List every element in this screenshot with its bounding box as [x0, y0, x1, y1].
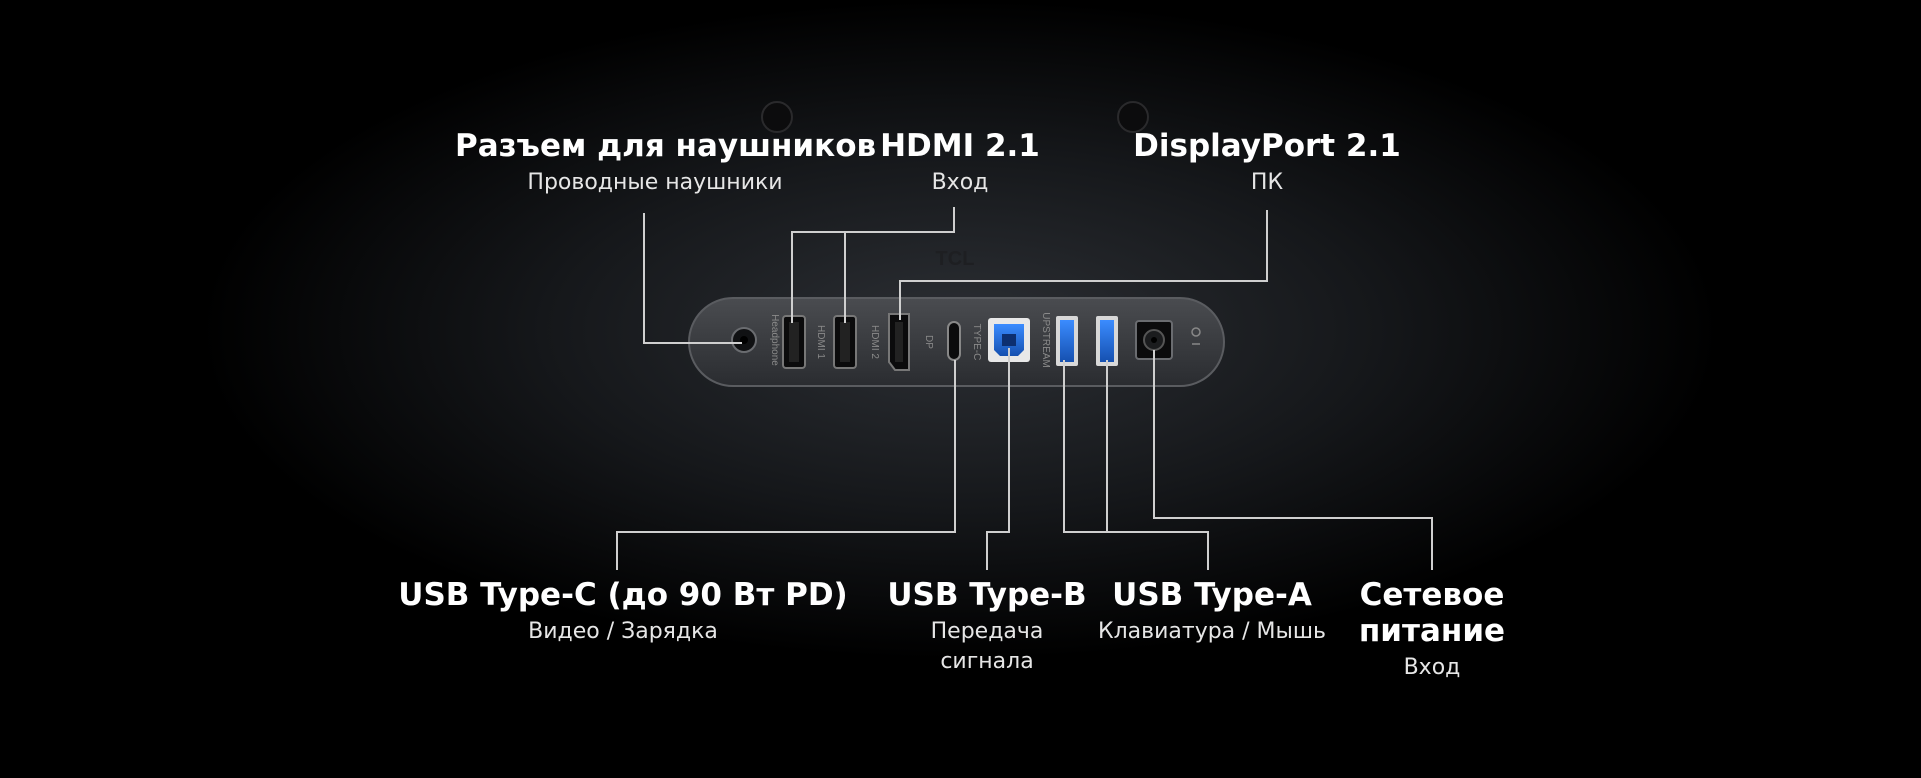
leader-line-usb-c — [616, 360, 956, 570]
displayport-port-label: DP — [923, 335, 934, 349]
leader-line-usb-b — [986, 348, 1010, 570]
callout-usb-c-subtitle: Видео / Зарядка — [528, 619, 718, 644]
callout-power: Сетевое питание Вход — [1352, 577, 1512, 683]
callout-displayport-subtitle: ПК — [1250, 170, 1284, 195]
callout-usb-c: USB Type-C (до 90 Вт PD) Видео / Зарядка — [393, 577, 853, 647]
callout-usb-a-subtitle: Клавиатура / Мышь — [1097, 619, 1327, 644]
callout-usb-b: USB Type-B Передача сигнала — [872, 577, 1102, 677]
hdmi-2-port: HDMI 2 — [833, 315, 880, 369]
callout-power-subtitle: Вход — [1403, 655, 1461, 680]
hdmi-1-port: HDMI 1 — [782, 315, 826, 369]
usb-type-a-port-2 — [1096, 316, 1118, 366]
displayport-port: DP — [888, 313, 934, 371]
usb-type-b-port — [988, 318, 1030, 362]
usb-type-a-port-1 — [1056, 316, 1078, 366]
callout-usb-a: USB Type-A Клавиатура / Мышь — [1077, 577, 1347, 647]
leader-line-power — [1153, 350, 1433, 570]
hdmi-1-port-label: HDMI 1 — [815, 325, 826, 359]
callout-headphone-subtitle: Проводные наушники — [527, 170, 783, 195]
leader-line-displayport — [899, 210, 1268, 320]
callout-hdmi-subtitle: Вход — [931, 170, 989, 195]
callout-hdmi-title: HDMI 2.1 — [880, 128, 1040, 164]
leader-line-usb-a — [1063, 360, 1209, 570]
callout-usb-a-title: USB Type-A — [1112, 577, 1312, 613]
screw-hole-right — [1117, 101, 1149, 133]
headphone-port-label: Headphone — [769, 314, 780, 366]
callout-headphone: Разъем для наушников Проводные наушники — [455, 128, 877, 198]
callout-usb-b-title: USB Type-B — [887, 577, 1087, 613]
screw-hole-left — [761, 101, 793, 133]
callout-headphone-title: Разъем для наушников — [455, 128, 877, 164]
callout-displayport-title: DisplayPort 2.1 — [1133, 128, 1401, 164]
callout-hdmi: HDMI 2.1 Вход — [860, 128, 1060, 198]
leader-line-headphone — [643, 213, 742, 344]
leader-lines — [616, 207, 1433, 570]
power-input-port — [1135, 320, 1173, 360]
power-symbol-icon — [1191, 327, 1201, 345]
callout-power-title: Сетевое питание — [1358, 577, 1506, 649]
hdmi-2-port-label: HDMI 2 — [869, 325, 880, 359]
callout-usb-b-subtitle: Передача сигнала — [930, 619, 1044, 674]
brand-logo: TCL — [936, 248, 975, 270]
callout-displayport: DisplayPort 2.1 ПК — [1117, 128, 1417, 198]
upstream-port-label: UPSTREAM — [1040, 312, 1051, 368]
leader-line-hdmi — [791, 207, 955, 323]
usb-type-c-port-label: TYPE-C — [971, 324, 982, 361]
callout-usb-c-title: USB Type-C (до 90 Вт PD) — [398, 577, 848, 613]
